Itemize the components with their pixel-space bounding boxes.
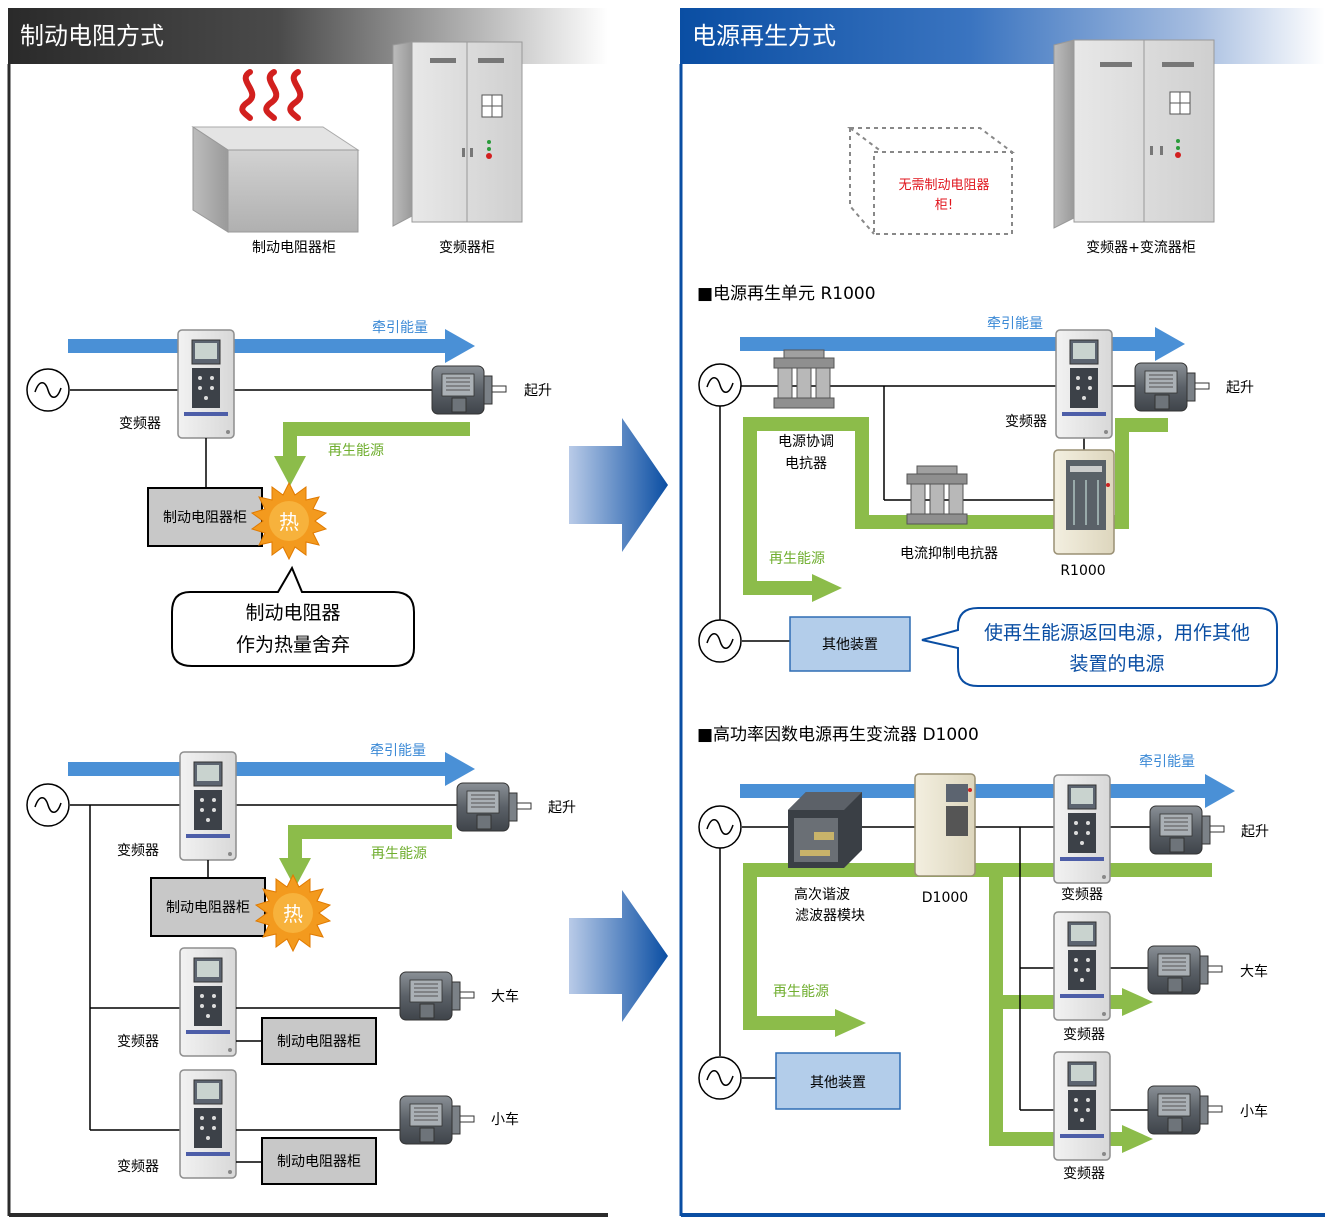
filter-label-line1: 高次谐波 <box>794 886 850 903</box>
no-resistor-line2: 柜! <box>935 198 953 213</box>
callout-left-line2: 作为热量舍弃 <box>236 634 350 656</box>
bridge-label-left: 大车 <box>491 988 519 1005</box>
regen-label-2: 再生能源 <box>371 846 427 862</box>
left-panel-frame <box>7 64 608 1217</box>
traction-arrow-2 <box>68 752 475 786</box>
section2-title: ■高功率因数电源再生变流器 D1000 <box>697 725 979 745</box>
callout-bubble-left <box>171 565 415 667</box>
traction-label-3: 牵引能量 <box>987 316 1043 332</box>
other-device-label-1: 其他装置 <box>822 637 878 653</box>
other-device-box-1 <box>789 616 911 672</box>
right-panel-title: 电源再生方式 <box>680 8 1325 64</box>
resistor-box-label-3: 制动电阻器柜 <box>277 1034 361 1050</box>
inverter-label-2b: 变频器 <box>117 1034 159 1050</box>
callout-left-line1: 制动电阻器 <box>245 602 340 624</box>
resistor-cabinet-image <box>191 126 360 233</box>
regen-label-3: 再生能源 <box>769 551 825 567</box>
reactor-label-line2: 电抗器 <box>785 456 827 472</box>
resistor-box-3 <box>261 1017 377 1065</box>
hoist-label-2: 起升 <box>548 800 576 816</box>
left-panel-title: 制动电阻方式 <box>8 8 608 64</box>
r1000-label: R1000 <box>1060 563 1105 579</box>
resistor-box-label-1: 制动电阻器柜 <box>163 510 247 526</box>
inverter-label-2c: 变频器 <box>117 1159 159 1175</box>
resistor-box-label-2: 制动电阻器柜 <box>166 900 250 916</box>
inverter-cabinet-label: 变频器柜 <box>439 240 495 256</box>
resistor-box-1 <box>147 487 263 547</box>
trolley-label-right: 小车 <box>1240 1103 1268 1120</box>
traction-arrow-1 <box>68 329 475 363</box>
current-reactor-label: 电流抑制电抗器 <box>900 546 998 562</box>
other-device-box-2 <box>775 1052 901 1110</box>
inverter-label-4a: 变频器 <box>1061 887 1103 903</box>
regen-arrow-head-5 <box>1122 988 1153 1016</box>
callout-bubble-right <box>921 607 1278 687</box>
inverter-label-3: 变频器 <box>1005 414 1047 430</box>
r1000-unit-image <box>1053 449 1115 555</box>
combined-cabinet-image <box>1053 39 1215 229</box>
heat-label-1: 热 <box>279 510 299 534</box>
regen-arrow-1 <box>274 422 470 486</box>
d1000-unit-image <box>914 773 976 877</box>
resistor-box-label-4: 制动电阻器柜 <box>277 1154 361 1170</box>
heat-label-2: 热 <box>283 902 303 926</box>
callout-right-line2: 装置的电源 <box>1069 653 1164 675</box>
regen-arrow-2 <box>279 825 452 888</box>
traction-arrow-3 <box>740 327 1185 361</box>
transition-arrow-1 <box>569 418 668 552</box>
regen-path-1 <box>743 417 1168 595</box>
hoist-label-3: 起升 <box>1226 380 1254 396</box>
right-panel-frame <box>679 64 1325 1217</box>
d1000-label: D1000 <box>922 890 968 906</box>
no-resistor-placeholder <box>847 127 1015 235</box>
bridge-label-right: 大车 <box>1240 963 1268 980</box>
resistor-box-4 <box>261 1137 377 1185</box>
reactor-label-line1: 电源协调 <box>778 434 834 450</box>
resistor-cabinet-label: 制动电阻器柜 <box>252 240 336 256</box>
transition-arrow-2 <box>569 890 668 1022</box>
section1-title: ■电源再生单元 R1000 <box>697 284 876 304</box>
other-device-label-2: 其他装置 <box>810 1075 866 1091</box>
hoist-label-1: 起升 <box>524 383 552 399</box>
inverter-label-4c: 变频器 <box>1063 1166 1105 1182</box>
traction-label-1: 牵引能量 <box>372 320 428 336</box>
hoist-label-4: 起升 <box>1241 824 1269 840</box>
callout-right-line1: 使再生能源返回电源，用作其他 <box>984 622 1250 644</box>
inverter-label-4b: 变频器 <box>1063 1027 1105 1043</box>
inverter-label-2a: 变频器 <box>117 843 159 859</box>
regen-arrow-head-4 <box>835 1009 866 1037</box>
regen-label-1: 再生能源 <box>328 443 384 459</box>
regen-arrow-head-6 <box>1122 1125 1153 1153</box>
inverter-cabinet-image <box>392 41 523 227</box>
combined-cabinet-label: 变频器+变流器柜 <box>1086 240 1196 256</box>
traction-label-4: 牵引能量 <box>1139 754 1195 770</box>
no-resistor-line1: 无需制动电阻器 <box>898 178 989 193</box>
regen-label-4: 再生能源 <box>773 984 829 1000</box>
traction-label-2: 牵引能量 <box>370 743 426 759</box>
regen-arrow-head-3 <box>812 574 842 602</box>
filter-label-line2: 滤波器模块 <box>795 908 865 924</box>
inverter-label-1: 变频器 <box>119 416 161 432</box>
resistor-box-2 <box>150 877 266 937</box>
heat-waves-icon <box>239 69 304 121</box>
harmonic-filter-image <box>788 792 862 868</box>
trolley-label-left: 小车 <box>491 1111 519 1128</box>
